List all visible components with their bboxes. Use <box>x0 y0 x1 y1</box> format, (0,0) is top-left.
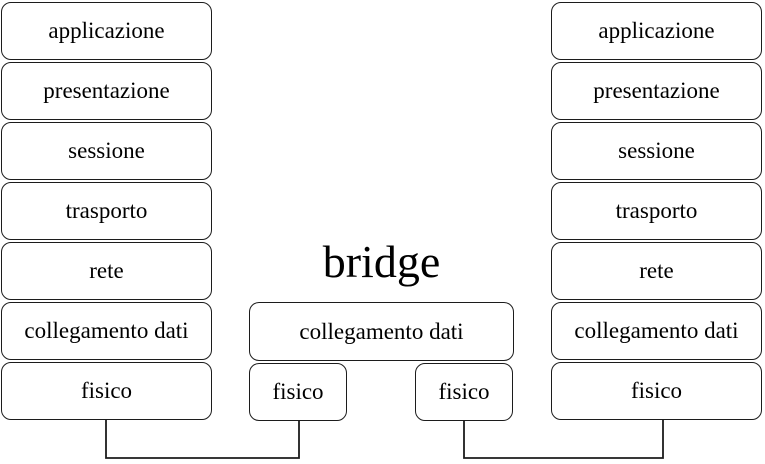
left-osi-stack: applicazione presentazione sessione tras… <box>1 2 212 420</box>
right-osi-stack: applicazione presentazione sessione tras… <box>551 2 762 420</box>
right-layer-applicazione: applicazione <box>551 2 762 60</box>
right-layer-sessione: sessione <box>551 122 762 180</box>
left-layer-fisico: fisico <box>1 362 212 420</box>
left-layer-sessione: sessione <box>1 122 212 180</box>
right-layer-collegamento-dati: collegamento dati <box>551 302 762 360</box>
left-layer-collegamento-dati: collegamento dati <box>1 302 212 360</box>
right-layer-presentazione: presentazione <box>551 62 762 120</box>
connector-right-link <box>463 418 664 459</box>
bridge-physical-right-box: fisico <box>415 363 513 421</box>
bridge-physical-left-box: fisico <box>249 363 347 421</box>
bridge-datalink-box: collegamento dati <box>249 302 514 361</box>
connector-left-link <box>105 418 300 459</box>
left-layer-trasporto: trasporto <box>1 182 212 240</box>
left-layer-rete: rete <box>1 242 212 300</box>
right-layer-rete: rete <box>551 242 762 300</box>
left-layer-presentazione: presentazione <box>1 62 212 120</box>
right-layer-trasporto: trasporto <box>551 182 762 240</box>
bridge-title: bridge <box>322 236 441 287</box>
right-layer-fisico: fisico <box>551 362 762 420</box>
left-layer-applicazione: applicazione <box>1 2 212 60</box>
